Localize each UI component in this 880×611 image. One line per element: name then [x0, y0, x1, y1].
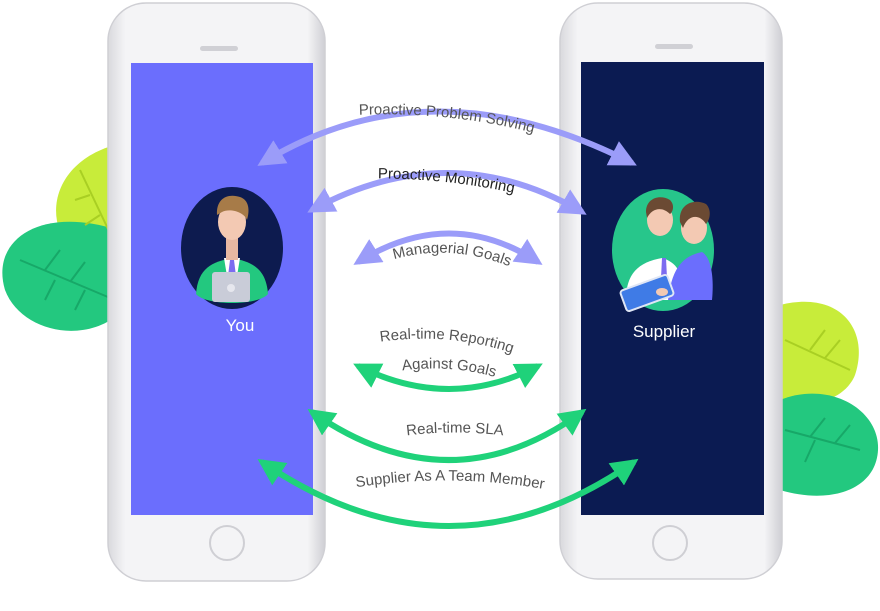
leaf-green-right	[780, 393, 879, 496]
home-button[interactable]	[209, 525, 245, 561]
label-supplier-team-member: Supplier As A Team Member	[354, 467, 545, 492]
home-button[interactable]	[652, 525, 688, 561]
label-realtime-reporting-line2: Against Goals	[401, 355, 498, 380]
leaf-vein	[784, 417, 861, 463]
label-realtime-sla: Real-time SLA	[405, 419, 504, 439]
label-proactive-monitoring: Proactive Monitoring	[378, 165, 516, 196]
supplier-label: Supplier	[633, 322, 696, 341]
you-label: You	[226, 316, 255, 335]
arc-managerial-goals	[353, 230, 543, 265]
label-realtime-reporting-line1: Real-time Reporting	[379, 326, 516, 357]
speaker-slot	[655, 44, 693, 49]
right-phone: Supplier	[559, 2, 783, 580]
leaves-right	[780, 301, 879, 496]
supplier-avatar	[612, 189, 714, 313]
arc-proactive-monitoring	[307, 170, 587, 215]
arc-supplier-team-member	[257, 458, 639, 529]
leaf-vein	[784, 329, 851, 371]
you-avatar	[181, 187, 283, 309]
green-connections	[257, 363, 639, 529]
purple-connections	[257, 108, 637, 265]
left-phone: You	[107, 2, 326, 582]
leaf-lime-right	[780, 301, 859, 404]
arc-proactive-problem-solving	[257, 108, 637, 166]
speaker-slot	[200, 46, 238, 51]
leaf-vein	[19, 249, 116, 311]
arc-realtime-reporting	[353, 363, 543, 392]
leaves-left	[2, 145, 120, 331]
connection-labels: Proactive Problem Solving Proactive Moni…	[354, 101, 545, 493]
